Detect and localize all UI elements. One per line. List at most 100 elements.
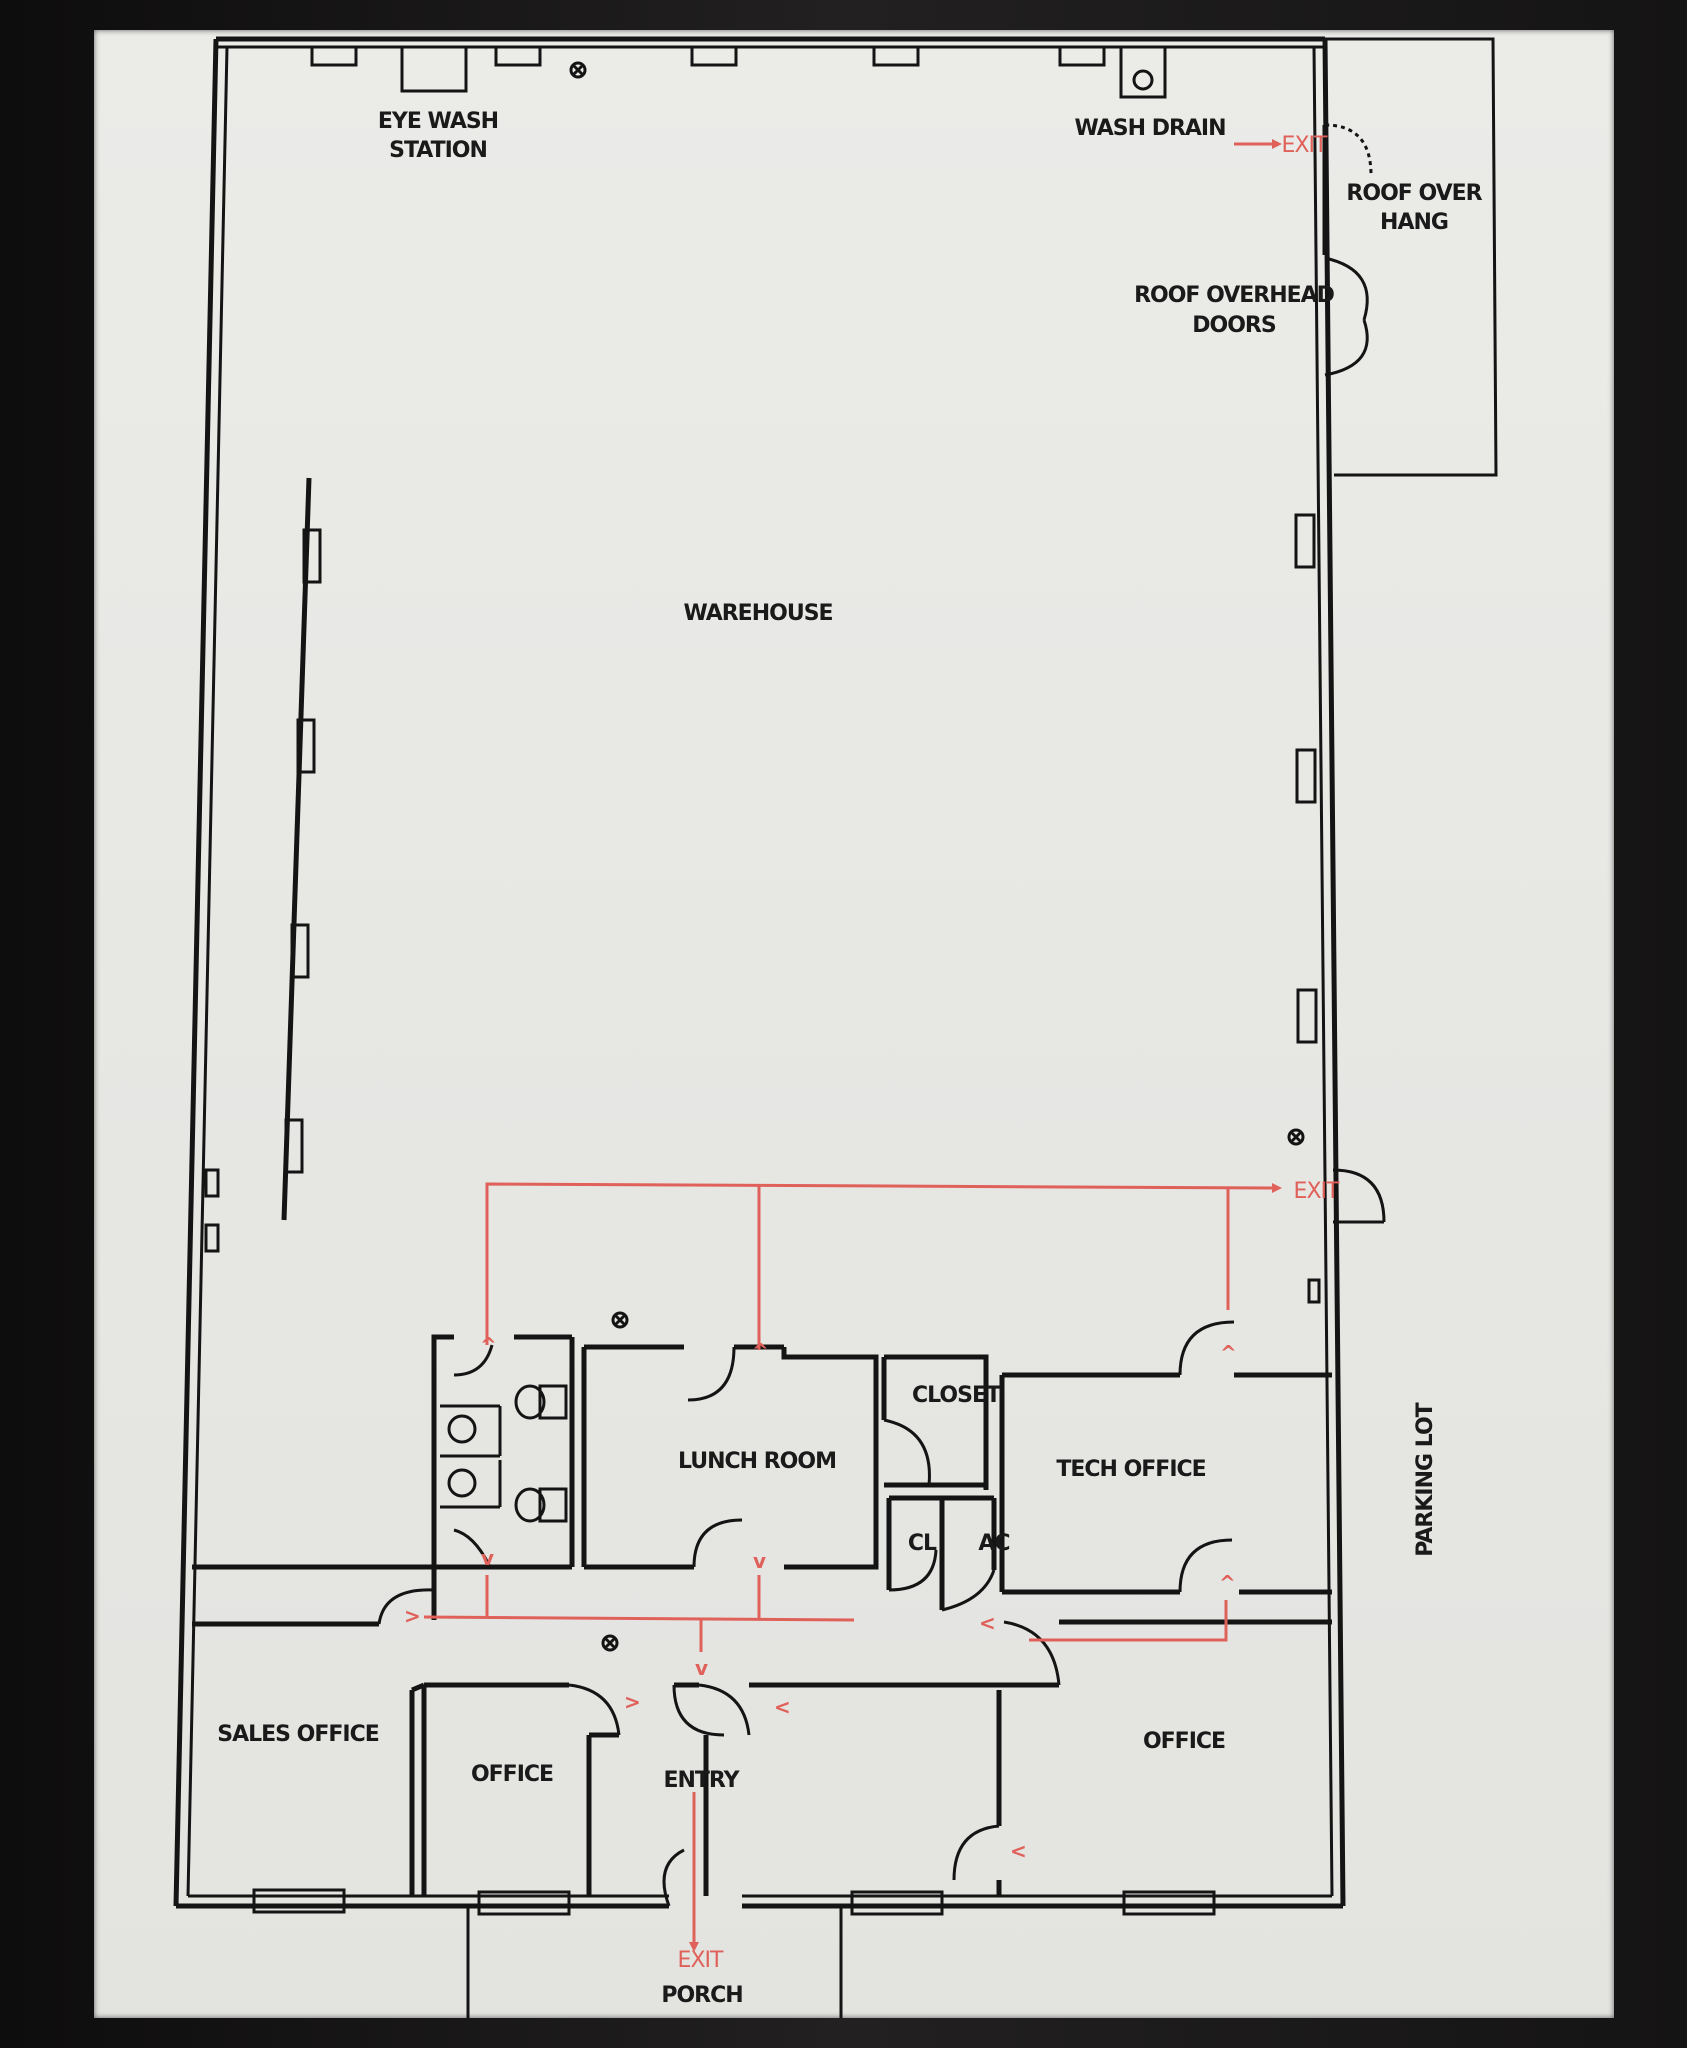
toilet-tank [538, 1384, 568, 1420]
lunch-right-wall [781, 1347, 879, 1570]
exit-label-top: EXIT [1282, 133, 1328, 158]
ac-label: AC [978, 1531, 1009, 1556]
tech-door-arc-top [1178, 1320, 1235, 1376]
panel-icon [1307, 1278, 1321, 1304]
route-warehouse-main [485, 1182, 1273, 1345]
tech-office-label: TECH OFFICE [1056, 1457, 1205, 1482]
entry-door-arc-left [568, 1683, 621, 1736]
closet-walls [884, 1354, 989, 1490]
ac-door-arc [941, 1569, 996, 1612]
sprinkler-x [571, 63, 585, 77]
eye-wash-fixture [400, 45, 468, 93]
route-hall [423, 1615, 855, 1622]
rack-post [290, 923, 310, 979]
roof-over-hang-label-2: HANG [1380, 210, 1448, 235]
lunch-door-arc-top [687, 1346, 736, 1402]
restroom-left-wall [431, 1334, 454, 1570]
wall-unit [1294, 513, 1316, 569]
arrow-right: > [624, 1690, 641, 1714]
arrow-down: v [753, 1549, 766, 1573]
warehouse-label: WAREHOUSE [683, 601, 832, 626]
right-wall [1322, 38, 1346, 1907]
porch-label: PORCH [661, 1983, 742, 2008]
racking [204, 477, 322, 1253]
room-labels: EYE WASH STATION WASH DRAIN EXIT ROOF OV… [217, 109, 1483, 2008]
toilet-icon [514, 1384, 546, 1420]
eye-wash-label: EYE WASH [378, 109, 498, 134]
floor-plan-sheet: ^ ^ ^ ^ v v v > > < < < EYE WASH STATION… [94, 30, 1614, 2018]
rack-post [284, 1118, 304, 1174]
window [1058, 45, 1106, 67]
window [477, 1890, 571, 1916]
eye-wash-label-2: STATION [389, 138, 487, 163]
window [690, 45, 738, 67]
window [1122, 1890, 1216, 1916]
right-office-door-arc [952, 1824, 1000, 1881]
drain-icon [1132, 69, 1154, 91]
route-arrowhead [1272, 1183, 1282, 1193]
arrow-left: < [1010, 1839, 1027, 1863]
toilet-tank [538, 1487, 568, 1523]
sprinkler-x [613, 1313, 627, 1327]
evacuation-routes [423, 139, 1282, 1952]
route-arrowhead [689, 1942, 699, 1952]
arrow-left: < [979, 1611, 996, 1635]
hall-door-arc-right [1003, 1620, 1061, 1686]
sprinkler-x [603, 1636, 617, 1650]
arrow-up: ^ [480, 1333, 497, 1357]
rack-post [296, 718, 316, 774]
sprinkler-icon [611, 1311, 629, 1329]
wall-unit [1295, 748, 1317, 804]
route-arrows: ^ ^ ^ ^ v v v > > < < < [404, 1333, 1237, 1863]
sprinkler-icon [569, 61, 587, 79]
roof-overhead-doors-label: ROOF OVERHEAD [1134, 283, 1335, 308]
exit-door-arc-top [1324, 123, 1373, 176]
restroom-door-arc-bottom [453, 1528, 491, 1566]
rack-post [302, 528, 322, 584]
right-wall-inner [1312, 46, 1334, 1897]
exit-door-arc-mid [1332, 1168, 1386, 1223]
sink-icon [447, 1468, 477, 1498]
front-door-arc [662, 1848, 685, 1907]
closet-label: CLOSET [912, 1383, 1001, 1408]
overhead-door-arc2 [1324, 319, 1369, 377]
office-left-label: OFFICE [471, 1762, 553, 1787]
right-fixtures [1287, 513, 1386, 1304]
lunch-room-label: LUNCH ROOM [678, 1449, 836, 1474]
tech-door-arc-bottom [1178, 1538, 1233, 1593]
wash-drain-fixture [1119, 45, 1167, 99]
window [252, 1888, 346, 1914]
exit-label-mid: EXIT [1294, 1179, 1340, 1204]
window [494, 45, 542, 67]
left-wall [173, 38, 219, 1907]
arrow-up: ^ [1219, 1571, 1236, 1595]
sprinkler-icon [1287, 1128, 1305, 1146]
hall-door-arc-left [377, 1588, 435, 1625]
cl-label: CL [908, 1531, 937, 1556]
arrow-up: ^ [1220, 1341, 1237, 1365]
bottom-windows [252, 1888, 1216, 1916]
roof-overhang-outline [1325, 37, 1498, 477]
office-mid-door-arc [698, 1683, 751, 1736]
sales-office-label: SALES OFFICE [217, 1722, 379, 1747]
arrow-down: v [695, 1656, 708, 1680]
closet-door-arc [883, 1418, 931, 1486]
lunch-door-arc-bottom [692, 1518, 743, 1568]
wall-box [204, 1168, 220, 1198]
wall-unit [1296, 988, 1318, 1044]
route-arrowhead [1272, 139, 1282, 149]
wall-box [204, 1223, 220, 1253]
top-fixtures [310, 45, 1167, 99]
entry-door-arc-right [672, 1684, 725, 1737]
sprinkler-x [1289, 1130, 1303, 1144]
exit-label-bottom: EXIT [678, 1948, 724, 1973]
roof-over-hang-label: ROOF OVER [1346, 181, 1482, 206]
arrow-up: ^ [752, 1339, 769, 1363]
floor-plan: ^ ^ ^ ^ v v v > > < < < EYE WASH STATION… [173, 36, 1498, 2018]
left-wall-inner [186, 46, 229, 1897]
window [872, 45, 920, 67]
rack-line [281, 477, 312, 1221]
arrow-right: > [404, 1604, 421, 1628]
roof-overhang [1325, 37, 1498, 477]
